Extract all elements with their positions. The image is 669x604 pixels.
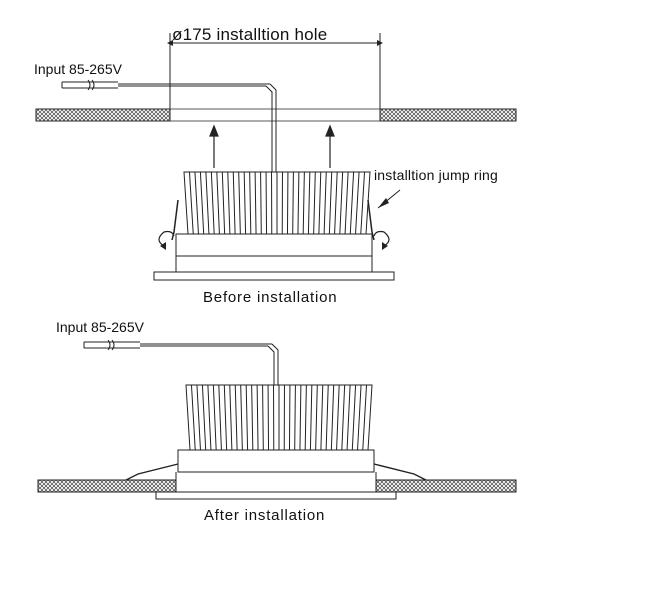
downlight-after [126, 385, 426, 480]
ceiling-after [38, 472, 516, 499]
heatsink-fin [293, 172, 294, 234]
after-installation-caption: After installation [204, 508, 325, 523]
jump-ring-label: installtion jump ring [374, 168, 498, 182]
input-cable-bottom [84, 340, 278, 385]
input-voltage-label-top: Input 85-265V [34, 62, 122, 76]
heatsink-fin [261, 172, 262, 234]
hole-label: ø175 installtion hole [172, 26, 327, 43]
heatsink-fin [263, 385, 264, 450]
before-installation-caption: Before installation [203, 290, 337, 305]
downlight-before [154, 172, 400, 280]
heatsink-fin [295, 385, 296, 450]
hole-dimension [170, 33, 380, 118]
input-cable-top [62, 80, 276, 172]
input-voltage-label-bottom: Input 85-265V [56, 320, 144, 334]
